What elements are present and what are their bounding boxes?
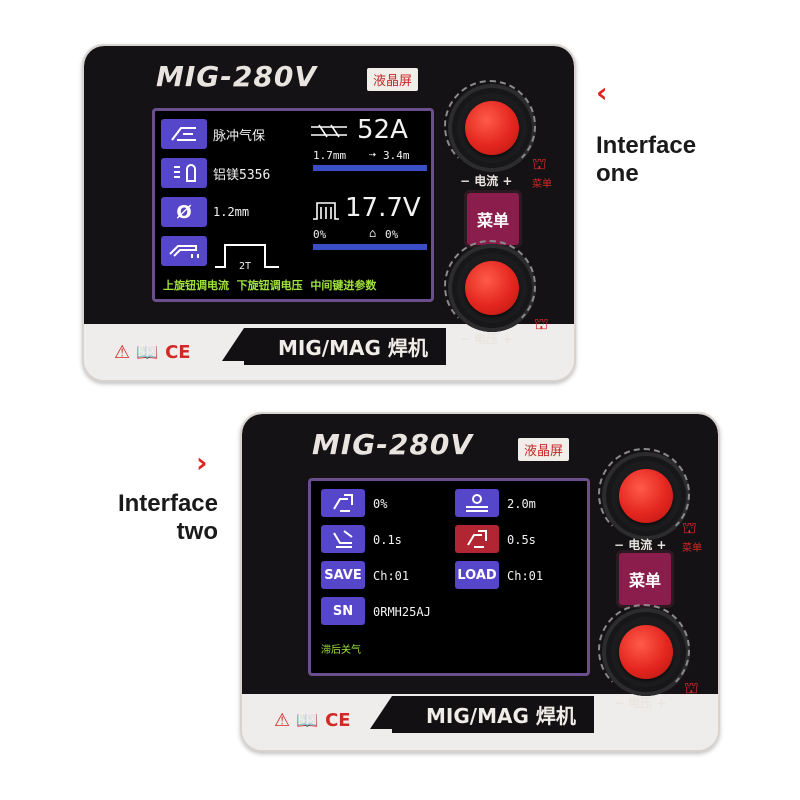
current-knob-text: 电流 bbox=[628, 538, 653, 552]
interface-two-callout: Interface two bbox=[117, 490, 218, 545]
menu-button[interactable]: 菜单 bbox=[616, 550, 674, 608]
lcd-label: 液晶屏 bbox=[367, 68, 419, 91]
safety-marks: ⚠ 📖 CE bbox=[114, 342, 191, 363]
load-channel-value: Ch:01 bbox=[507, 569, 544, 583]
post-flow-icon[interactable] bbox=[321, 525, 365, 553]
load-button[interactable]: LOAD bbox=[455, 561, 499, 589]
pulse-gas-icon[interactable] bbox=[161, 119, 207, 149]
current-knob[interactable] bbox=[444, 80, 536, 172]
voltage-knob-label: − 电压 + bbox=[460, 332, 513, 346]
voltage-side-icon: ⛫ bbox=[534, 314, 549, 333]
serial-number-button[interactable]: SN bbox=[321, 597, 365, 625]
voltage-bar bbox=[313, 244, 427, 250]
diameter-icon[interactable]: Ø bbox=[161, 197, 207, 227]
voltage-knob-text: 电压 bbox=[628, 696, 653, 710]
trigger-mode-graphic bbox=[215, 244, 279, 268]
current-knob[interactable] bbox=[598, 448, 690, 540]
wire-feed-value: 2.0m bbox=[507, 497, 536, 511]
current-knob-cap bbox=[619, 469, 673, 523]
current-knob-scale bbox=[444, 80, 536, 172]
voltage-knob-cap bbox=[465, 261, 519, 315]
panel-interface-one: MIG-280V 液晶屏 脉冲气保 铝镁5356 Ø 1.2mm 2T 52A … bbox=[82, 44, 576, 382]
voltage-knob[interactable] bbox=[444, 240, 536, 332]
lcd-label: 液晶屏 bbox=[518, 438, 570, 461]
hint-text: 上旋钮调电流 下旋钮调电压 中间键进参数 bbox=[163, 279, 377, 292]
wire-diameter-label: 1.2mm bbox=[213, 205, 250, 219]
safety-marks: ⚠ 📖 CE bbox=[274, 710, 351, 731]
interface-one-callout: Interface one bbox=[596, 132, 697, 187]
brand-label: MIG/MAG 焊机 bbox=[370, 696, 594, 733]
material-label: 铝镁5356 bbox=[213, 168, 271, 183]
wire-size-value: 1.7mm bbox=[313, 149, 347, 162]
model-title: MIG-280V bbox=[156, 60, 318, 93]
current-knob-cap bbox=[465, 101, 519, 155]
robot-icon: ⛫ bbox=[682, 518, 697, 537]
burnback-value: 0.5s bbox=[507, 533, 536, 547]
save-channel-value: Ch:01 bbox=[373, 569, 410, 583]
voltage-knob-cap bbox=[619, 625, 673, 679]
interface-two-arrow: › bbox=[196, 446, 208, 479]
torch-icon[interactable] bbox=[161, 236, 207, 266]
wire-spool-icon[interactable] bbox=[161, 158, 207, 188]
voltage-knob-label: − 电压 + bbox=[614, 696, 667, 710]
wire-speed-icon: ⇢ bbox=[369, 147, 377, 161]
interface-one-arrow: ‹ bbox=[596, 76, 608, 109]
current-bar bbox=[313, 165, 427, 171]
pre-gas-value: 0% bbox=[373, 497, 388, 511]
brand-label: MIG/MAG 焊机 bbox=[222, 328, 446, 365]
trigger-mode-label: 2T bbox=[239, 261, 252, 272]
model-title: MIG-280V bbox=[312, 428, 474, 461]
current-knob-text: 电流 bbox=[474, 174, 499, 188]
voltage-knob-scale bbox=[444, 240, 536, 332]
current-value: 52A bbox=[357, 115, 408, 145]
wire-speed-value: 3.4m bbox=[383, 149, 410, 162]
voltage-knob[interactable] bbox=[598, 604, 690, 696]
right-percentage: 0% bbox=[385, 228, 399, 241]
lcd-screen: 脉冲气保 铝镁5356 Ø 1.2mm 2T 52A 1.7mm ⇢ 3.4m … bbox=[152, 108, 434, 302]
arc-icon: ⌂ bbox=[369, 226, 377, 240]
lcd-screen: 0% 2.0m 0.1s 0.5s SAVE Ch:01 LOAD Ch:01 … bbox=[308, 478, 590, 676]
current-knob-label: − 电流 + bbox=[614, 538, 667, 552]
current-knob-scale bbox=[598, 448, 690, 540]
menu-side-icon: ⛫菜单 bbox=[682, 518, 702, 554]
menu-side-icon: ⛫菜单 bbox=[532, 154, 552, 190]
voltage-knob-scale bbox=[598, 604, 690, 696]
menu-button[interactable]: 菜单 bbox=[464, 190, 522, 248]
left-percentage: 0% bbox=[313, 228, 327, 241]
voltage-side-icon: ⛫ bbox=[684, 678, 699, 697]
panel-interface-two: MIG-280V 液晶屏 0% 2.0m 0.1s 0.5s SAVE Ch:0… bbox=[240, 412, 720, 752]
pre-gas-icon[interactable] bbox=[321, 489, 365, 517]
robot-icon: ⛫ bbox=[532, 154, 547, 173]
save-button[interactable]: SAVE bbox=[321, 561, 365, 589]
post-flow-value: 0.1s bbox=[373, 533, 402, 547]
voltage-knob-text: 电压 bbox=[474, 332, 499, 346]
burnback-icon[interactable] bbox=[455, 525, 499, 553]
current-knob-label: − 电流 + bbox=[460, 174, 513, 188]
wire-feed-icon[interactable] bbox=[455, 489, 499, 517]
current-icon bbox=[311, 124, 347, 138]
serial-number-value: 0RMH25AJ bbox=[373, 605, 431, 619]
status-text: 滞后关气 bbox=[321, 645, 361, 656]
process-label: 脉冲气保 bbox=[213, 129, 266, 144]
pulse-wave-icon bbox=[313, 202, 339, 220]
voltage-value: 17.7V bbox=[345, 193, 421, 223]
